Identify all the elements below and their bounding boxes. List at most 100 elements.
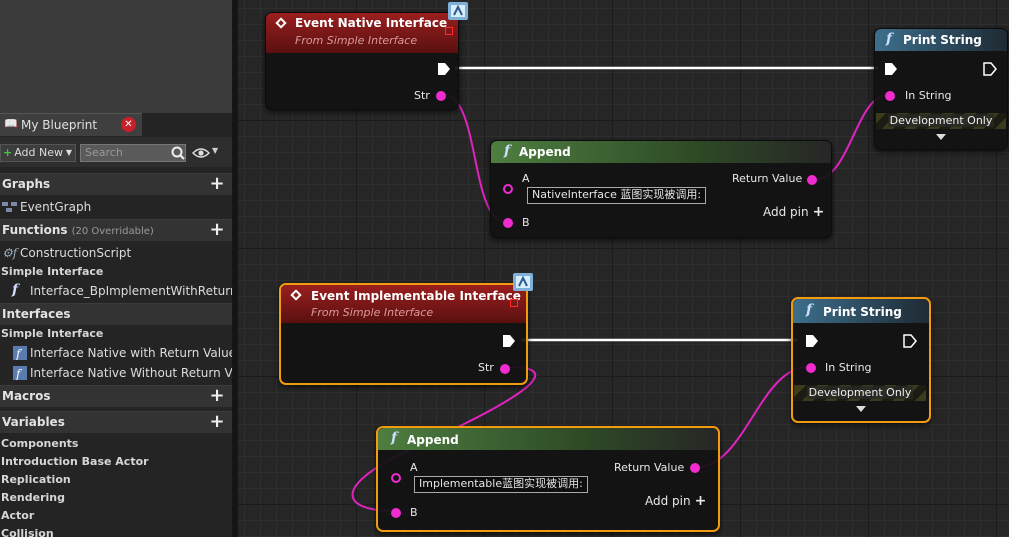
interface-badge-icon [448, 2, 468, 20]
function-icon: f [886, 31, 893, 47]
panel-splitter[interactable] [232, 0, 238, 537]
return-value-pin[interactable] [690, 463, 700, 473]
section-graphs[interactable]: Graphs + [0, 173, 232, 195]
pin-label: B [410, 506, 418, 519]
section-variables[interactable]: Variables+ [0, 411, 232, 433]
interface-function-icon: f [13, 366, 27, 380]
section-functions[interactable]: Functions(20 Overridable)+ [0, 219, 232, 241]
node-title: Print String [903, 33, 982, 47]
add-pin-label: Add pin [763, 205, 809, 219]
exec-out-pin[interactable] [983, 62, 997, 76]
node-header [875, 29, 1007, 51]
str-out-pin[interactable] [436, 91, 446, 101]
str-out-pin[interactable] [500, 364, 510, 374]
print-string-node[interactable]: f Print String In String Development Onl… [874, 28, 1008, 150]
b-in-pin[interactable] [503, 218, 513, 228]
list-item-interface[interactable]: f Interface Native Without Return Value [0, 363, 232, 383]
node-header [266, 13, 458, 53]
add-function-button[interactable]: + [209, 219, 225, 240]
eye-icon[interactable] [192, 146, 210, 160]
function-icon: f [806, 302, 813, 318]
function-icon: ⚙f [2, 246, 18, 260]
list-item-eventgraph[interactable]: EventGraph [0, 197, 232, 217]
interface-function-icon: f [13, 346, 27, 360]
tab-label: My Blueprint [21, 118, 98, 132]
graph-name: EventGraph [20, 200, 92, 214]
plus-icon: + [812, 204, 825, 220]
add-pin-button[interactable]: Add pin+ [763, 204, 824, 220]
variable-category[interactable]: Actor [1, 509, 35, 522]
node-title: Append [519, 145, 571, 159]
section-title: Interfaces [2, 307, 71, 321]
node-title: Event Implementable Interface [311, 289, 521, 303]
list-item-interface[interactable]: f Interface Native with Return Value [0, 343, 232, 363]
exec-out-pin[interactable] [502, 334, 516, 348]
add-graph-button[interactable]: + [209, 173, 225, 194]
interface-name: Interface Native Without Return Value [30, 366, 232, 380]
a-default-value-input[interactable]: NativeInterface 蓝图实现被调用: [527, 187, 707, 204]
node-title: Print String [823, 305, 902, 319]
panel-upper-area [0, 0, 232, 113]
pin-label: In String [825, 361, 872, 374]
append-node[interactable]: f Append A NativeInterface 蓝图实现被调用: B Re… [490, 140, 832, 238]
panel-toolbar: +Add New▼ Search ▼ [0, 137, 232, 167]
a-default-value-input[interactable]: Implementable蓝图实现被调用: [414, 476, 588, 493]
event-native-interface-node[interactable]: Event Native Interface From Simple Inter… [265, 12, 459, 110]
node-header [793, 299, 929, 323]
node-title: Event Native Interface [295, 16, 448, 30]
delegate-pin[interactable] [510, 299, 518, 307]
add-pin-button[interactable]: Add pin+ [645, 493, 706, 509]
variable-category[interactable]: Components [1, 437, 79, 450]
interface-name: Interface Native with Return Value [30, 346, 232, 360]
pin-label: Str [414, 89, 430, 102]
pin-label: In String [905, 89, 952, 102]
variable-category[interactable]: Rendering [1, 491, 65, 504]
delegate-pin[interactable] [445, 27, 453, 35]
add-new-button[interactable]: +Add New▼ [0, 144, 76, 162]
event-implementable-interface-node[interactable]: Event Implementable Interface From Simpl… [279, 283, 528, 385]
a-in-pin[interactable] [503, 184, 513, 194]
search-icon[interactable] [170, 145, 186, 161]
pin-label: A [522, 172, 530, 185]
append-node[interactable]: f Append A Implementable蓝图实现被调用: B Retur… [376, 426, 720, 532]
a-in-pin[interactable] [391, 473, 401, 483]
function-icon: f [391, 430, 398, 446]
exec-out-pin[interactable] [903, 334, 917, 348]
section-title: Graphs [2, 177, 51, 191]
list-item-interface-function[interactable]: f Interface_BpImplementWithReturnValue [0, 281, 232, 301]
node-subtitle: From Simple Interface [311, 306, 434, 319]
variable-category[interactable]: Introduction Base Actor [1, 455, 149, 468]
b-in-pin[interactable] [391, 508, 401, 518]
in-string-pin[interactable] [885, 91, 895, 101]
expand-arrow-icon[interactable] [856, 406, 866, 412]
close-icon[interactable]: ✕ [121, 117, 136, 132]
return-value-pin[interactable] [807, 175, 817, 185]
pin-label: Str [478, 361, 494, 374]
add-new-label: Add New [14, 146, 64, 159]
tab-my-blueprint[interactable]: 📖 My Blueprint ✕ [0, 113, 142, 136]
expand-arrow-icon[interactable] [936, 134, 946, 140]
plus-icon: + [694, 493, 707, 509]
exec-in-pin[interactable] [805, 334, 819, 348]
exec-in-pin[interactable] [884, 62, 898, 76]
variable-category[interactable]: Replication [1, 473, 71, 486]
chevron-down-icon: ▼ [65, 148, 72, 157]
section-interfaces[interactable]: Interfaces [0, 303, 232, 325]
search-input[interactable]: Search [80, 144, 186, 162]
add-macro-button[interactable]: + [209, 385, 225, 406]
overridable-count: (20 Overridable) [71, 226, 154, 237]
interface-badge-icon [513, 273, 533, 291]
print-string-node[interactable]: f Print String In String Development Onl… [791, 297, 931, 423]
chevron-down-icon[interactable]: ▼ [212, 146, 219, 155]
exec-out-pin[interactable] [437, 62, 451, 76]
section-macros[interactable]: Macros+ [0, 385, 232, 407]
variable-category[interactable]: Collision [1, 527, 54, 537]
add-pin-label: Add pin [645, 494, 691, 508]
list-item-constructionscript[interactable]: ⚙f ConstructionScript [0, 243, 232, 263]
node-header [378, 428, 718, 450]
add-variable-button[interactable]: + [209, 411, 225, 432]
in-string-pin[interactable] [806, 363, 816, 373]
pin-label: A [410, 461, 418, 474]
event-graph-icon [2, 202, 17, 212]
pin-label: Return Value [732, 172, 803, 185]
